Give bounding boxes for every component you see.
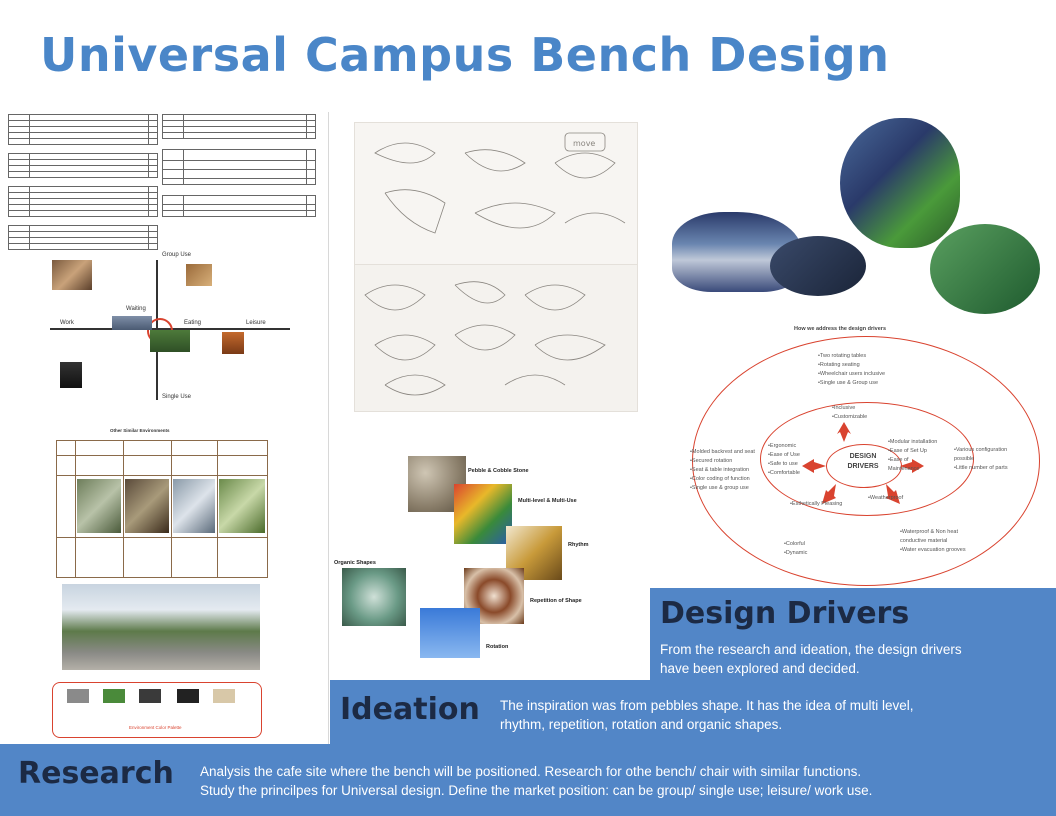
eating-label: Eating xyxy=(184,320,202,326)
drivers-panel: How we address the design drivers DESIGN… xyxy=(650,112,1056,588)
drivers-right-outer: •Various configuration possible •Little … xyxy=(954,447,1008,471)
drivers-left-outer: •Molded backrest and seat •Secured rotat… xyxy=(690,449,755,491)
photo-office-chair xyxy=(60,362,82,388)
photo-bench xyxy=(150,330,190,352)
ideation-description: The inspiration was from pebbles shape. … xyxy=(500,698,914,732)
ideation-bar xyxy=(330,680,1056,744)
axis-bottom-label: Single Use xyxy=(162,394,192,400)
drivers-right-inner: •Modular installation •Ease of Set Up •E… xyxy=(888,439,938,472)
environments-table xyxy=(56,440,268,578)
drivers-middle-ellipse xyxy=(760,402,974,516)
env-photo-3 xyxy=(173,479,215,533)
principles-table-left xyxy=(8,114,158,250)
photo-picnic xyxy=(186,264,212,286)
environments-title: Other Similar Environments xyxy=(110,428,170,433)
drivers-bottom-right-outer: •Waterproof & Non heat conductive materi… xyxy=(900,529,966,553)
sketch-sheet-top: move xyxy=(354,122,638,268)
organic-label: Organic Shapes xyxy=(334,560,376,566)
ideation-heading: Ideation xyxy=(340,692,480,727)
drivers-top-outer: •Two rotating tables •Rotating seating •… xyxy=(818,353,886,386)
positioning-map: Group Use Single Use Work Leisure Waitin… xyxy=(50,252,320,412)
drivers-top-inner: •Inclusive •Customizable xyxy=(832,405,868,420)
color-palette-label: Environment Color Palette xyxy=(129,725,182,730)
drivers-arrows xyxy=(802,422,924,504)
env-photo-1 xyxy=(77,479,121,533)
research-heading: Research xyxy=(18,756,174,791)
research-bar xyxy=(0,744,1056,816)
rotation-label: Rotation xyxy=(486,644,509,650)
photo-cafe-group xyxy=(52,260,92,290)
design-drivers-heading: Design Drivers xyxy=(660,596,910,631)
repetition-label: Repetition of Shape xyxy=(530,598,582,604)
drivers-outer-ellipse xyxy=(692,336,1040,586)
multilevel-label: Multi-level & Multi-Use xyxy=(518,498,577,504)
axis-top-label: Group Use xyxy=(162,252,192,258)
color-palette: Environment Color Palette xyxy=(52,682,262,738)
design-drivers-description: From the research and ideation, the desi… xyxy=(660,642,962,676)
drivers-center-label: DESIGN DRIVERS xyxy=(847,453,879,470)
site-photo xyxy=(62,584,260,670)
ideation-panel: move Pebble & Cobble Stone Multi-level &… xyxy=(330,112,648,680)
drivers-diagram-title: How we address the design drivers xyxy=(794,326,887,332)
sketch-sheet-bottom xyxy=(354,264,638,412)
photo-waiting-chairs xyxy=(112,316,152,330)
env-photo-4 xyxy=(219,479,265,533)
organic-image xyxy=(342,568,406,626)
research-panel: Group Use Single Use Work Leisure Waitin… xyxy=(0,112,329,744)
photo-leisure-chairs xyxy=(222,332,244,354)
research-description: Analysis the cafe site where the bench w… xyxy=(200,764,873,798)
waiting-label: Waiting xyxy=(126,306,146,312)
drivers-bar xyxy=(650,588,1056,680)
sketch-note: move xyxy=(573,139,595,148)
drivers-bottom-left-outer: •Colorful •Dynamic xyxy=(784,541,808,556)
drivers-bottom-left-inner: •Esthetically Pleasing xyxy=(790,501,843,507)
drivers-left-inner: •Ergonomic •Ease of Use •Safe to use •Co… xyxy=(768,443,800,476)
drivers-bottom-right-inner: •Weatherproof xyxy=(868,495,904,501)
page-title: Universal Campus Bench Design xyxy=(40,28,890,82)
env-photo-2 xyxy=(125,479,169,533)
pebble-label: Pebble & Cobble Stone xyxy=(468,468,529,474)
principles-table-right xyxy=(162,114,316,217)
render-main xyxy=(840,118,960,248)
render-seat-dark xyxy=(770,236,866,296)
render-table xyxy=(930,224,1040,314)
rhythm-label: Rhythm xyxy=(568,542,589,548)
rotation-image xyxy=(420,608,480,658)
multilevel-image xyxy=(454,484,512,544)
axis-right-label: Leisure xyxy=(246,320,266,326)
axis-left-label: Work xyxy=(60,320,74,326)
